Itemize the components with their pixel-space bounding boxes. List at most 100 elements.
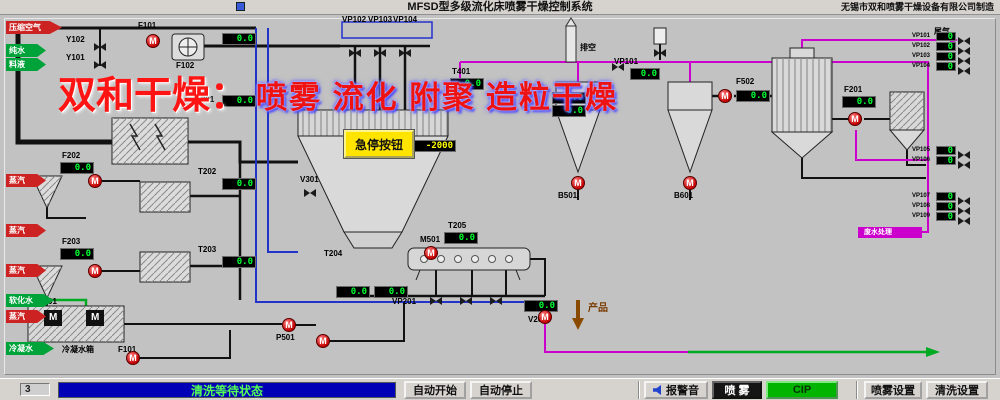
component-label: VP102: [912, 43, 931, 49]
page-title: MFSD型多级流化床喷雾干燥控制系统: [407, 1, 593, 13]
pump-icon[interactable]: M: [424, 246, 438, 260]
valve-icon[interactable]: [399, 44, 411, 57]
valve-icon[interactable]: [958, 146, 970, 159]
component-label: F102: [176, 61, 195, 70]
value-display: 0.0: [736, 90, 770, 102]
valve-icon[interactable]: [958, 62, 970, 75]
value-display: 0.0: [222, 256, 256, 268]
valve-icon[interactable]: [958, 42, 970, 55]
speaker-icon: [653, 385, 661, 395]
inlet-arrow: 蒸汽: [6, 174, 46, 187]
fan-f102: [171, 33, 205, 61]
value-display: 0: [936, 146, 956, 156]
mute-alarm-button[interactable]: 报警音: [644, 381, 708, 399]
value-display: 0.0: [60, 162, 94, 174]
value-display: 0.0: [222, 33, 256, 45]
value-display: 0: [936, 52, 956, 62]
feed-tank: [27, 305, 125, 343]
component-label: T401: [452, 67, 471, 76]
cyclone-2: [667, 81, 713, 174]
auto-stop-button[interactable]: 自动停止: [470, 381, 532, 399]
inlet-arrow: 蒸汽: [6, 310, 46, 323]
component-label: VP108: [912, 203, 931, 209]
toolbar-divider: [638, 381, 640, 399]
valve-icon[interactable]: [460, 292, 472, 305]
pump-icon[interactable]: M: [88, 174, 102, 188]
value-display: 0.0: [450, 78, 484, 90]
spray-button[interactable]: 喷 雾: [712, 381, 762, 399]
component-label: VP101: [614, 57, 639, 66]
valve-icon[interactable]: [430, 292, 442, 305]
valve-icon[interactable]: [958, 52, 970, 65]
component-label: M501: [420, 235, 441, 244]
pump-icon[interactable]: M: [146, 34, 160, 48]
component-label: B601: [674, 191, 694, 200]
valve-icon[interactable]: [958, 202, 970, 215]
pump-icon[interactable]: M: [848, 112, 862, 126]
value-display: 0.0: [336, 286, 370, 298]
auto-start-button[interactable]: 自动开始: [404, 381, 466, 399]
value-display: 0.0: [444, 232, 478, 244]
component-label: 尾气: [934, 28, 950, 36]
value-display: 0: [936, 192, 956, 202]
valve-icon[interactable]: [94, 38, 106, 51]
pump-icon[interactable]: M: [571, 176, 585, 190]
component-label: VP107: [912, 193, 931, 199]
heater-2: [139, 181, 191, 213]
pump-icon[interactable]: M: [718, 89, 732, 103]
component-label: M: [49, 312, 58, 323]
mute-alarm-label: 报警音: [666, 385, 699, 397]
component-label: P501: [276, 333, 295, 342]
component-label: T201: [196, 95, 215, 104]
component-label: B501: [558, 191, 578, 200]
pump-icon[interactable]: M: [538, 310, 552, 324]
pipes-black: [15, 26, 926, 359]
titlebar: MFSD型多级流化床喷雾干燥控制系统 无锡市双和喷雾干燥设备有限公司制造: [0, 0, 1000, 15]
green-arrowhead: [926, 347, 940, 357]
component-label: F203: [62, 237, 81, 246]
manufacturer-label: 无锡市双和喷雾干燥设备有限公司制造: [840, 2, 994, 12]
valve-icon[interactable]: [654, 44, 666, 57]
inlet-arrow: 压缩空气: [6, 21, 62, 34]
valve-icon[interactable]: [958, 156, 970, 169]
pump-icon[interactable]: M: [88, 264, 102, 278]
value-display: 0.0: [552, 105, 586, 117]
inlet-arrow: 蒸汽: [6, 224, 46, 237]
window-icon: [236, 2, 245, 11]
valve-icon[interactable]: [374, 44, 386, 57]
valve-icon[interactable]: [304, 184, 316, 197]
pump-icon[interactable]: M: [316, 334, 330, 348]
pump-icon[interactable]: M: [126, 351, 140, 365]
component-label: VP101: [912, 33, 931, 39]
component-label: F101: [118, 345, 137, 354]
component-label: F202: [62, 151, 81, 160]
valve-icon[interactable]: [612, 58, 624, 71]
valve-icon[interactable]: [94, 56, 106, 69]
product-arrow: [572, 300, 584, 330]
valve-icon[interactable]: [958, 212, 970, 225]
value-display: -2000: [414, 140, 456, 152]
valve-icon[interactable]: [490, 292, 502, 305]
component-label: VP104: [912, 63, 931, 69]
component-label: VP105: [912, 147, 931, 153]
component-label: VP201: [392, 297, 417, 306]
component-label: VP106: [912, 157, 931, 163]
inlet-arrow: 软化水: [6, 294, 54, 307]
valve-icon[interactable]: [349, 44, 361, 57]
valve-icon[interactable]: [958, 192, 970, 205]
valve-icon[interactable]: [958, 32, 970, 45]
component-label: VP109: [912, 213, 931, 219]
component-label: F101: [138, 21, 157, 30]
cip-button[interactable]: CIP: [766, 381, 838, 399]
clean-settings-button[interactable]: 清洗设置: [926, 381, 988, 399]
pump-icon[interactable]: M: [282, 318, 296, 332]
component-label: 产品: [588, 303, 608, 314]
component-label: Y101: [66, 53, 85, 62]
spray-settings-button[interactable]: 喷雾设置: [864, 381, 922, 399]
pump-icon[interactable]: M: [683, 176, 697, 190]
emergency-stop-button[interactable]: 急停按钮: [344, 130, 414, 158]
component-label: VP104: [393, 15, 418, 24]
component-label: T205: [448, 221, 467, 230]
toolbar-divider: [856, 381, 858, 399]
